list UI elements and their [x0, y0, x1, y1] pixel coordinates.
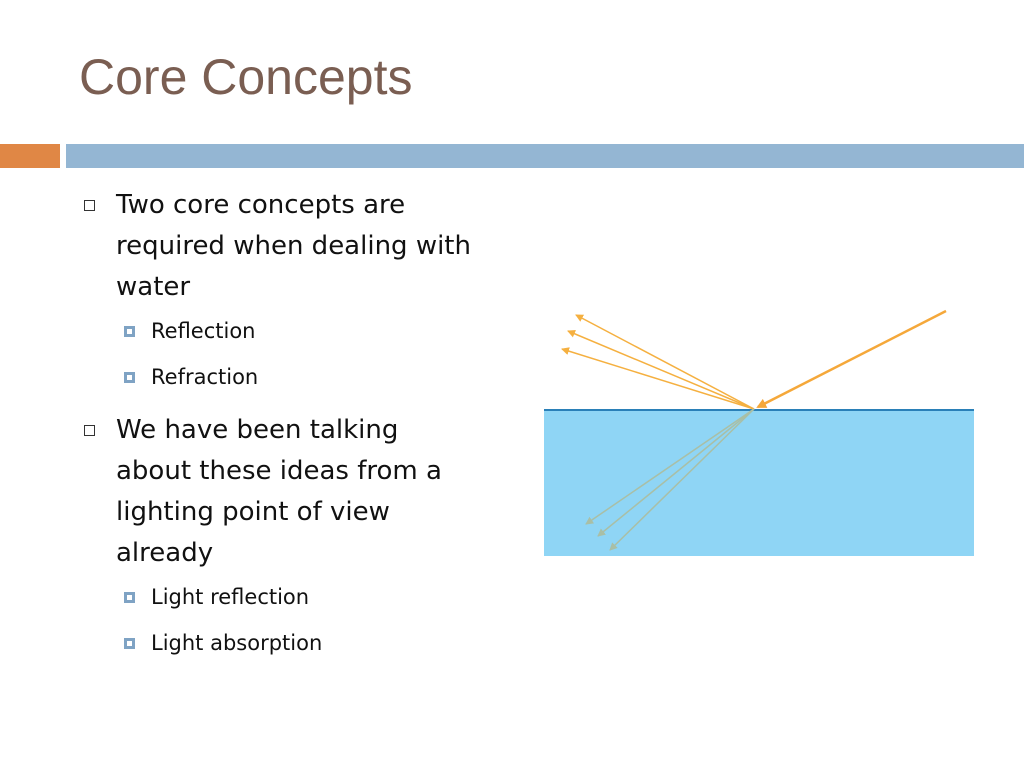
- water-body: [544, 409, 974, 556]
- bullet-text: Two core concepts are required when deal…: [116, 190, 471, 302]
- refracted-ray: [597, 408, 755, 537]
- filled-square-bullet-icon: [124, 638, 135, 649]
- sub-bullet-text: Light absorption: [151, 631, 323, 655]
- sub-bullet-text: Light reflection: [151, 585, 310, 609]
- bullet-item: We have been talking about these ideas f…: [79, 410, 479, 670]
- reflected-ray: [567, 330, 755, 410]
- sub-bullet-item: Light reflection: [116, 578, 479, 624]
- filled-square-bullet-icon: [124, 592, 135, 603]
- hollow-square-bullet-icon: [84, 425, 95, 436]
- title-divider-bar: [66, 144, 1024, 168]
- reflection-refraction-diagram: [544, 309, 974, 556]
- sub-bullet-text: Refraction: [151, 365, 259, 389]
- bullet-list: Two core concepts are required when deal…: [79, 185, 479, 676]
- incident-ray: [756, 309, 947, 409]
- bullet-text: We have been talking about these ideas f…: [116, 415, 442, 568]
- sub-bullet-list: Light reflection Light absorption: [116, 578, 479, 670]
- reflected-ray: [561, 347, 755, 410]
- slide-title: Core Concepts: [79, 49, 413, 105]
- sub-bullet-list: Reflection Refraction: [116, 312, 479, 404]
- filled-square-bullet-icon: [124, 326, 135, 337]
- refracted-ray: [609, 408, 755, 551]
- hollow-square-bullet-icon: [84, 200, 95, 211]
- sub-bullet-item: Light absorption: [116, 624, 479, 670]
- bullet-item: Two core concepts are required when deal…: [79, 185, 479, 404]
- sub-bullet-text: Reflection: [151, 319, 256, 343]
- sub-bullet-item: Reflection: [116, 312, 479, 358]
- title-divider-accent: [0, 144, 60, 168]
- refracted-ray: [585, 408, 755, 525]
- reflected-ray: [575, 314, 755, 410]
- sub-bullet-item: Refraction: [116, 358, 479, 404]
- filled-square-bullet-icon: [124, 372, 135, 383]
